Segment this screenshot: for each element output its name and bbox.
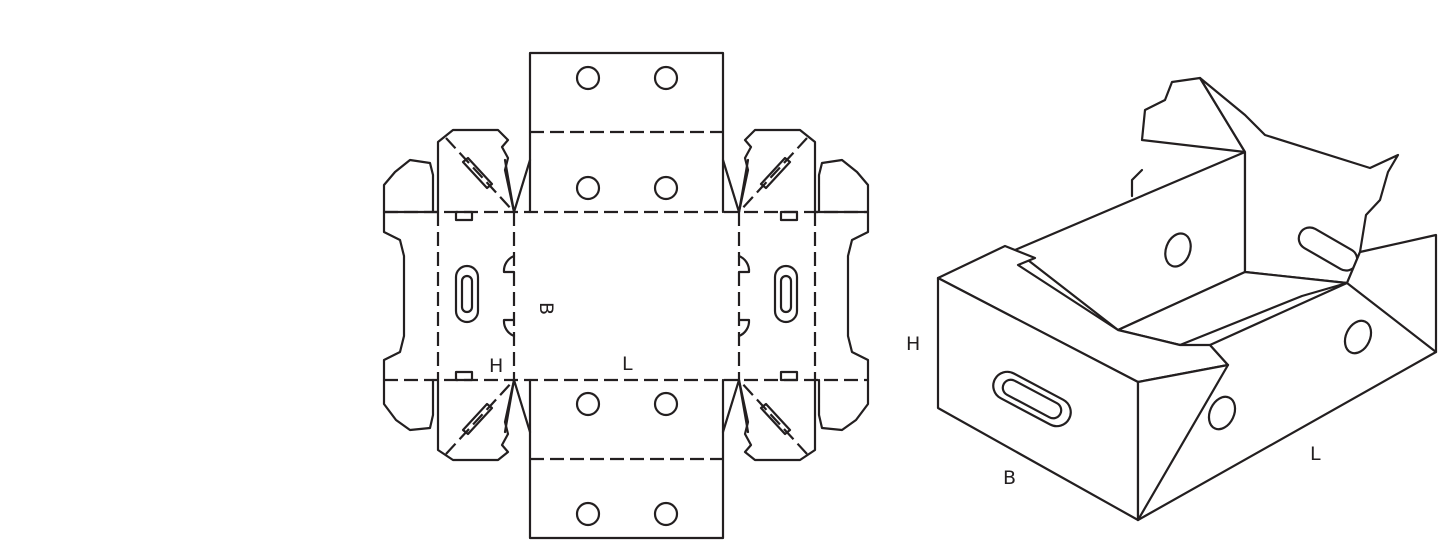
vent-hole <box>577 503 599 525</box>
corner-gusset-top-right <box>739 130 815 212</box>
assembled-label-height: H <box>906 333 920 355</box>
corner-gusset-bottom-left <box>438 380 514 460</box>
left-side-flap <box>384 160 514 430</box>
top-end-panel <box>530 53 723 212</box>
flat-label-height: H <box>489 355 503 377</box>
lock-slot <box>781 212 797 220</box>
hand-hole <box>775 266 797 322</box>
lock-slot <box>456 212 472 220</box>
assembled-label-length: L <box>1310 443 1321 465</box>
flat-label-length: L <box>622 353 633 375</box>
vent-hole <box>577 393 599 415</box>
vent-hole <box>655 67 677 89</box>
vent-hole <box>655 177 677 199</box>
lock-slot <box>456 372 472 380</box>
flat-layout: L B H <box>384 53 868 538</box>
vent-hole <box>1161 230 1195 270</box>
assembled-view: H B L <box>906 78 1436 520</box>
corner-gusset-bottom-right <box>739 380 815 460</box>
vent-hole <box>577 67 599 89</box>
hand-hole <box>456 266 478 322</box>
right-side-flap <box>739 160 868 430</box>
vent-hole <box>1204 393 1240 434</box>
vent-hole <box>655 503 677 525</box>
corner-gusset-top-left <box>438 130 514 212</box>
near-side-wall <box>1138 235 1436 520</box>
flat-label-width: B <box>535 302 557 315</box>
assembled-label-width: B <box>1003 467 1016 489</box>
vent-hole <box>1340 317 1376 358</box>
vent-hole <box>577 177 599 199</box>
vent-hole <box>655 393 677 415</box>
lock-slot <box>781 372 797 380</box>
bottom-end-panel <box>530 380 723 538</box>
hand-hole <box>988 367 1075 431</box>
corner-notches <box>505 160 748 432</box>
